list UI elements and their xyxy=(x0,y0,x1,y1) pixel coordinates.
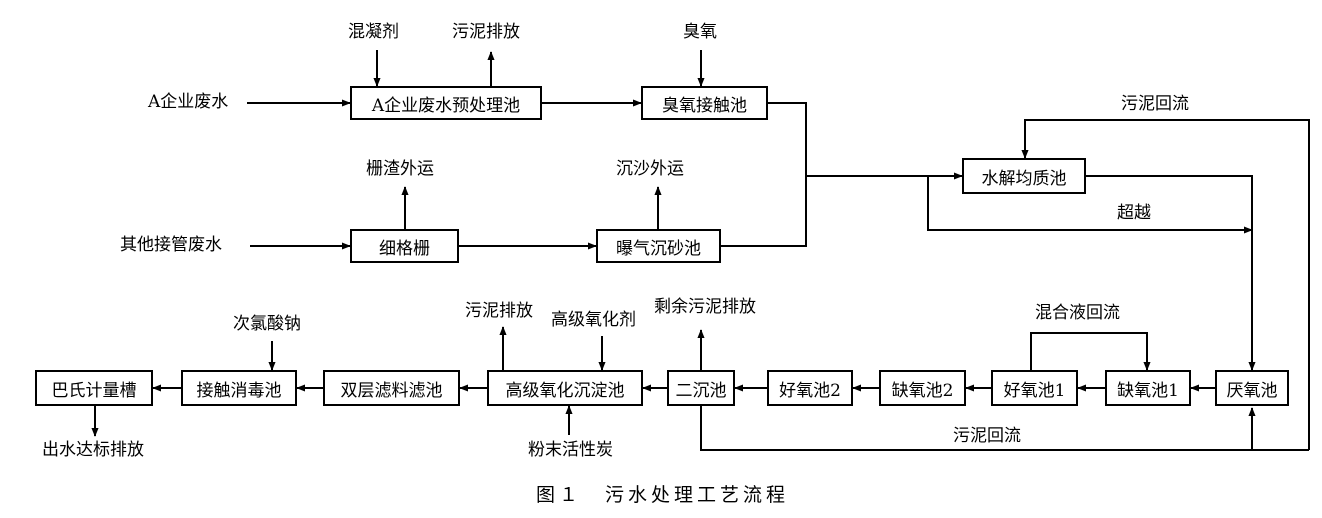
label-sludge-discharge-bottom: 污泥排放 xyxy=(465,301,533,321)
node-double-media-filter: 双层滤料滤池 xyxy=(323,370,460,406)
label-other-wastewater: 其他接管废水 xyxy=(120,235,222,255)
node-fine-grid: 细格栅 xyxy=(350,229,459,263)
node-ozone-contact-tank: 臭氧接触池 xyxy=(641,86,768,120)
label-effluent-discharge: 出水达标排放 xyxy=(42,440,144,460)
figure-caption: 图１ 污水处理工艺流程 xyxy=(536,484,790,506)
node-aerated-grit-chamber: 曝气沉砂池 xyxy=(596,229,721,263)
label-screenings-out: 栅渣外运 xyxy=(366,159,434,179)
label-ozone: 臭氧 xyxy=(683,22,717,42)
label-a-wastewater: A企业废水 xyxy=(148,92,229,112)
line-ozone-out xyxy=(768,102,807,176)
label-mixed-liquor-return: 混合液回流 xyxy=(1035,303,1120,323)
label-sludge-return-bottom: 污泥回流 xyxy=(953,426,1021,446)
node-anoxic-tank-2: 缺氧池2 xyxy=(879,370,966,406)
node-parshall-flume: 巴氏计量槽 xyxy=(35,370,153,406)
node-aerobic-tank-2: 好氧池2 xyxy=(767,370,853,406)
label-sodium-hypochlorite: 次氯酸钠 xyxy=(233,314,301,334)
node-advanced-oxidation-tank: 高级氧化沉淀池 xyxy=(487,370,643,406)
node-anoxic-tank-1: 缺氧池1 xyxy=(1105,370,1191,406)
node-secondary-clarifier: 二沉池 xyxy=(667,370,735,406)
label-sludge-return-top: 污泥回流 xyxy=(1121,94,1189,114)
node-contact-disinfection-tank: 接触消毒池 xyxy=(181,370,297,406)
arrow-bypass xyxy=(927,176,1253,234)
arrow-hydrolysis-to-anaerobic xyxy=(1086,175,1256,371)
label-excess-sludge-discharge: 剩余污泥排放 xyxy=(654,297,756,317)
label-sludge-discharge-top: 污泥排放 xyxy=(452,22,520,42)
label-coagulant: 混凝剂 xyxy=(348,22,399,42)
label-bypass: 超越 xyxy=(1117,203,1151,223)
arrow-sludge-return-bottom xyxy=(700,406,1256,451)
node-aerobic-tank-1: 好氧池1 xyxy=(991,370,1078,406)
arrow-mixed-liquor-return xyxy=(1030,332,1151,371)
label-advanced-oxidant: 高级氧化剂 xyxy=(551,310,636,330)
node-anaerobic-tank: 厌氧池 xyxy=(1215,370,1289,406)
line-grit-out xyxy=(721,176,807,247)
node-hydrolysis-tank: 水解均质池 xyxy=(962,158,1086,194)
node-a-pretreatment-tank: A企业废水预处理池 xyxy=(350,86,542,120)
label-powdered-activated-carbon: 粉末活性炭 xyxy=(528,440,613,460)
label-grit-out: 沉沙外运 xyxy=(616,159,684,179)
arrow-sludge-return-top xyxy=(1021,119,1310,450)
